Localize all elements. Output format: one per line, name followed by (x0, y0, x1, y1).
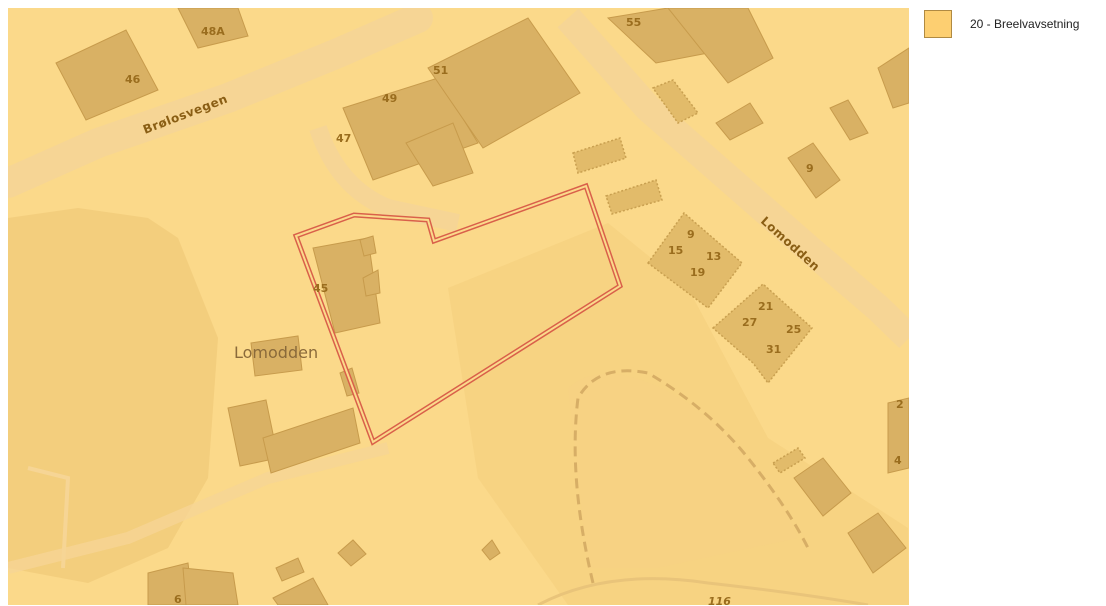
map-view[interactable]: 48A 46 51 49 47 55 9 9 15 13 19 21 27 25… (8, 8, 909, 605)
place-label: Lomodden (234, 343, 318, 362)
building (182, 567, 239, 605)
road-path (309, 125, 460, 232)
building (272, 577, 329, 605)
house-number: 48A (201, 25, 225, 38)
house-number: 4 (894, 454, 902, 467)
building (405, 122, 474, 187)
building (177, 8, 249, 49)
building (362, 269, 381, 297)
building (667, 8, 774, 84)
building (481, 539, 501, 561)
planned-building (605, 179, 663, 215)
planned-building (572, 137, 627, 174)
building (829, 99, 869, 141)
house-number: 9 (687, 228, 695, 241)
building (793, 457, 852, 517)
map-canvas: 48A 46 51 49 47 55 9 9 15 13 19 21 27 25… (8, 8, 909, 605)
building (312, 237, 381, 334)
house-number: 45 (313, 282, 328, 295)
planned-building (771, 446, 807, 475)
road-lomodden (557, 8, 909, 349)
building (275, 557, 305, 582)
building (147, 562, 194, 605)
legend-label: 20 - Breelvavsetning (970, 17, 1080, 31)
map-legend: 20 - Breelvavsetning (924, 10, 1079, 38)
building (55, 29, 159, 121)
building (262, 407, 361, 474)
building (887, 397, 909, 474)
planned-building (646, 211, 744, 310)
planned-building (651, 79, 700, 124)
terrain-area (568, 373, 798, 568)
contour-line (537, 577, 869, 605)
house-number: 55 (626, 16, 641, 29)
house-number: 25 (786, 323, 801, 336)
property-boundary-inner (294, 184, 622, 444)
building (250, 335, 303, 377)
house-number: 47 (336, 132, 351, 145)
dashed-path (573, 369, 810, 584)
building (359, 235, 377, 257)
house-number: 21 (758, 300, 773, 313)
planned-building (711, 282, 814, 385)
house-number: 27 (742, 316, 757, 329)
building (337, 539, 367, 567)
legend-swatch (924, 10, 952, 38)
building (787, 142, 841, 199)
footpath (27, 466, 71, 569)
house-number: 31 (766, 343, 781, 356)
house-number: 13 (706, 250, 721, 263)
house-number: 6 (174, 593, 182, 605)
house-number: 15 (668, 244, 683, 257)
terrain-area (8, 208, 218, 583)
building (847, 512, 907, 574)
building (877, 47, 909, 109)
road-brolosvegen (8, 8, 433, 198)
house-number: 46 (125, 73, 141, 86)
house-number: 49 (382, 92, 397, 105)
road-path (8, 442, 390, 574)
house-number: 19 (690, 266, 705, 279)
elevation-label: 116 (708, 595, 731, 605)
building (715, 102, 764, 141)
building (427, 17, 581, 149)
house-number: 51 (433, 64, 448, 77)
house-number: 2 (896, 398, 904, 411)
house-number: 9 (806, 162, 814, 175)
